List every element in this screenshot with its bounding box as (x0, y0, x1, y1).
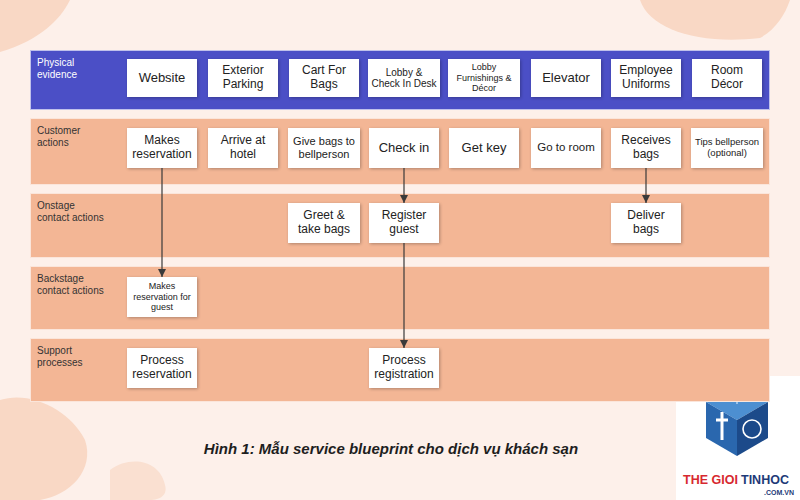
step-text: Room Décor (695, 64, 759, 92)
step-text: Employee Uniforms (614, 64, 678, 92)
logo-mark (716, 412, 728, 440)
step-box: Lobby & Check In Desk (368, 59, 440, 97)
step-text: Website (139, 71, 186, 86)
logo-globe (743, 420, 761, 438)
logo-cube-left (706, 402, 737, 456)
step-box: Employee Uniforms (611, 59, 681, 97)
step-box: Arrive at hotel (208, 128, 278, 168)
step-text: Process registration (372, 354, 436, 382)
lane-band: Onstage contact actions Greet & take bags… (30, 193, 770, 258)
step-text: Register guest (372, 209, 436, 237)
step-box: Cart For Bags (289, 59, 359, 97)
step-text: Get key (462, 141, 507, 156)
step-text: Makes reservation for guest (130, 281, 194, 312)
step-text: Makes reservation (130, 134, 194, 162)
step-box: Website (127, 59, 197, 97)
step-box: Makes reservation (127, 128, 197, 168)
lane-heading: Customer actions (37, 125, 107, 149)
step-text: Lobby & Check In Desk (371, 67, 437, 90)
step-box: Elevator (531, 59, 601, 97)
step-text: Check in (379, 141, 430, 156)
lane-heading: Backstage contact actions (37, 273, 107, 297)
figure-caption: Hình 1: Mẫu service blueprint cho dịch v… (0, 440, 782, 457)
lane-band: Support processes Process reservation Proc… (30, 338, 770, 402)
step-box: Process reservation (127, 348, 197, 388)
step-box: Give bags to bellperson (288, 128, 360, 168)
step-box: Greet & take bags (288, 203, 360, 243)
decor-blob (640, 0, 790, 40)
step-box: Deliver bags (611, 203, 681, 243)
step-text: Exterior Parking (211, 64, 275, 92)
lane-heading: Physical evidence (37, 57, 107, 81)
lane-band: Backstage contact actions Makes reservati… (30, 266, 770, 330)
step-text: Tips bellperson (optional) (694, 137, 760, 159)
step-text: Process reservation (130, 354, 194, 382)
watermark-text: TINHOC (741, 473, 789, 487)
step-text: Go to room (537, 141, 595, 154)
watermark-text: THE GIOI (683, 473, 738, 487)
step-box: Check in (369, 128, 439, 168)
step-text: Receives bags (614, 134, 678, 162)
step-box: Receives bags (611, 128, 681, 168)
step-box: Lobby Furnishings & Décor (448, 59, 520, 97)
step-text: Give bags to bellperson (291, 135, 357, 160)
decor-blob (0, 0, 70, 52)
lane-heading: Support processes (37, 345, 107, 369)
step-box: Tips bellperson (optional) (691, 128, 763, 168)
step-box: Process registration (369, 348, 439, 388)
step-text: Deliver bags (614, 209, 678, 237)
decor-blob (110, 462, 166, 500)
logo-cube-right (737, 402, 768, 456)
step-box: Register guest (369, 203, 439, 243)
lane-band: Physical evidenceWebsite Exterior Parking… (30, 50, 770, 110)
step-text: Elevator (542, 71, 590, 86)
step-box: Get key (449, 128, 519, 168)
step-box: Makes reservation for guest (127, 277, 197, 317)
step-text: Lobby Furnishings & Décor (451, 62, 517, 93)
decor-blob (0, 397, 87, 500)
step-text: Cart For Bags (292, 64, 356, 92)
step-box: Room Décor (692, 59, 762, 97)
step-text: Greet & take bags (291, 209, 357, 237)
watermark-text: .COM.VN (764, 489, 794, 496)
step-text: Arrive at hotel (211, 134, 275, 162)
lane-band: Customer actions Makes reservation Arrive … (30, 118, 770, 185)
step-box: Go to room (531, 128, 601, 168)
step-box: Exterior Parking (208, 59, 278, 97)
lane-heading: Onstage contact actions (37, 200, 107, 224)
